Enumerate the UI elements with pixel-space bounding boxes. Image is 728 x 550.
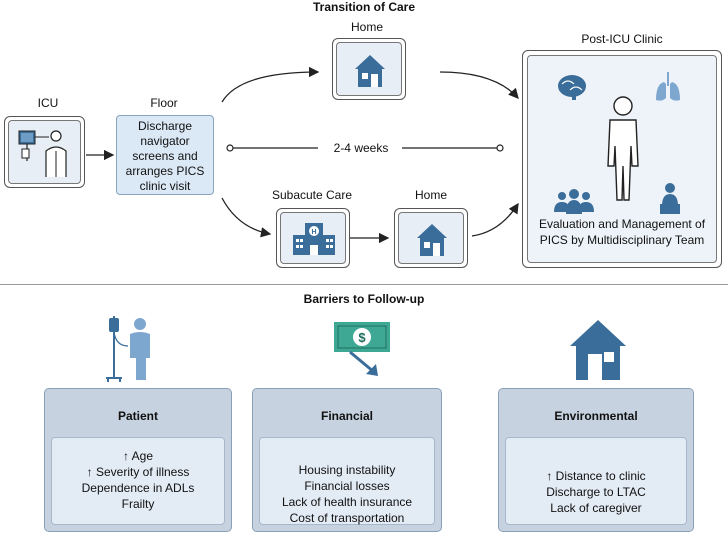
- barrier-item: Financial losses: [304, 479, 390, 493]
- barrier-title-financial: Financial: [320, 409, 373, 423]
- svg-text:$: $: [358, 330, 366, 345]
- home-environment-icon: [570, 320, 626, 380]
- icu-label: ICU: [37, 96, 59, 110]
- floor-label: Floor: [150, 96, 178, 110]
- financial-loss-icon: $: [334, 322, 390, 376]
- floor-line-4: arranges PICS: [125, 164, 205, 178]
- lungs-icon: [656, 72, 680, 101]
- barrier-item: Frailty: [121, 497, 155, 511]
- person-outline-icon: [607, 96, 639, 201]
- barrier-title-environmental: Environmental: [554, 409, 638, 423]
- barrier-card-financial: Financial Housing instability Financial …: [252, 388, 442, 532]
- home-top-box: [332, 38, 406, 100]
- clinic-label: Post-ICU Clinic: [581, 32, 663, 46]
- arrow-floor-to-subacute: [221, 197, 272, 238]
- home-bottom-box: [394, 208, 468, 268]
- home-top-label: Home: [350, 20, 383, 34]
- floor-line-5: clinic visit: [139, 179, 191, 193]
- icu-box: [4, 116, 85, 188]
- barriers-title: Barriers to Follow-up: [303, 292, 425, 306]
- barrier-body-patient: ↑ Age ↑ Severity of illness Dependence i…: [51, 437, 225, 525]
- subacute-box: H: [276, 208, 350, 268]
- duration-label: 2-4 weeks: [333, 141, 389, 155]
- barrier-item: Housing instability: [298, 463, 396, 477]
- home-bottom-label: Home: [414, 188, 447, 202]
- clinic-illustration: [558, 72, 680, 206]
- barrier-item: Lack of caregiver: [550, 501, 642, 515]
- patient-iv-icon: [106, 316, 150, 382]
- svg-text:H: H: [311, 229, 316, 236]
- clinic-caption-line-1: Evaluation and Management of: [538, 217, 706, 231]
- clinic-caption-line-2: PICS by Multidisciplinary Team: [539, 233, 705, 247]
- transition-title: Transition of Care: [312, 0, 416, 14]
- flow-arrows: [86, 66, 519, 244]
- barrier-item: Lack of health insurance: [281, 495, 413, 509]
- floor-line-3: screens and: [132, 149, 198, 163]
- floor-box: Discharge navigator screens and arranges…: [116, 115, 214, 195]
- hospital-icon: H: [293, 223, 335, 255]
- clinic-illustration-lower: [554, 200, 680, 214]
- barrier-card-environmental: Environmental ↑ Distance to clinic Disch…: [498, 388, 694, 532]
- barrier-item: Discharge to LTAC: [546, 485, 646, 499]
- brain-icon: [558, 75, 586, 100]
- barrier-item: ↑ Distance to clinic: [546, 469, 646, 483]
- barrier-body-environmental: ↑ Distance to clinic Discharge to LTAC L…: [505, 437, 687, 525]
- barrier-item: ↑ Severity of illness: [86, 465, 190, 479]
- barrier-title-patient: Patient: [117, 409, 158, 423]
- floor-line-1: Discharge: [137, 119, 193, 133]
- house-icon: [355, 55, 385, 87]
- arrow-home-bottom-to-clinic: [471, 202, 519, 237]
- section-divider: [0, 284, 728, 285]
- floor-line-2: navigator: [140, 134, 190, 148]
- barrier-item: Cost of transportation: [289, 511, 405, 525]
- clinic-box: Evaluation and Management of PICS by Mul…: [522, 50, 722, 268]
- arrow-floor-to-home: [221, 66, 320, 103]
- barrier-item: ↑ Age: [122, 449, 154, 463]
- barrier-card-patient: Patient ↑ Age ↑ Severity of illness Depe…: [44, 388, 232, 532]
- arrow-home-to-clinic: [439, 71, 519, 99]
- barrier-item: Dependence in ADLs: [81, 481, 195, 495]
- group-icon: [558, 189, 590, 200]
- house-icon: [417, 224, 447, 256]
- subacute-label: Subacute Care: [271, 188, 353, 202]
- clinic-caption: Evaluation and Management of PICS by Mul…: [528, 216, 716, 248]
- distressed-person-icon: [662, 183, 678, 206]
- barrier-body-financial: Housing instability Financial losses Lac…: [259, 437, 435, 525]
- icu-patient-icon: [18, 130, 67, 177]
